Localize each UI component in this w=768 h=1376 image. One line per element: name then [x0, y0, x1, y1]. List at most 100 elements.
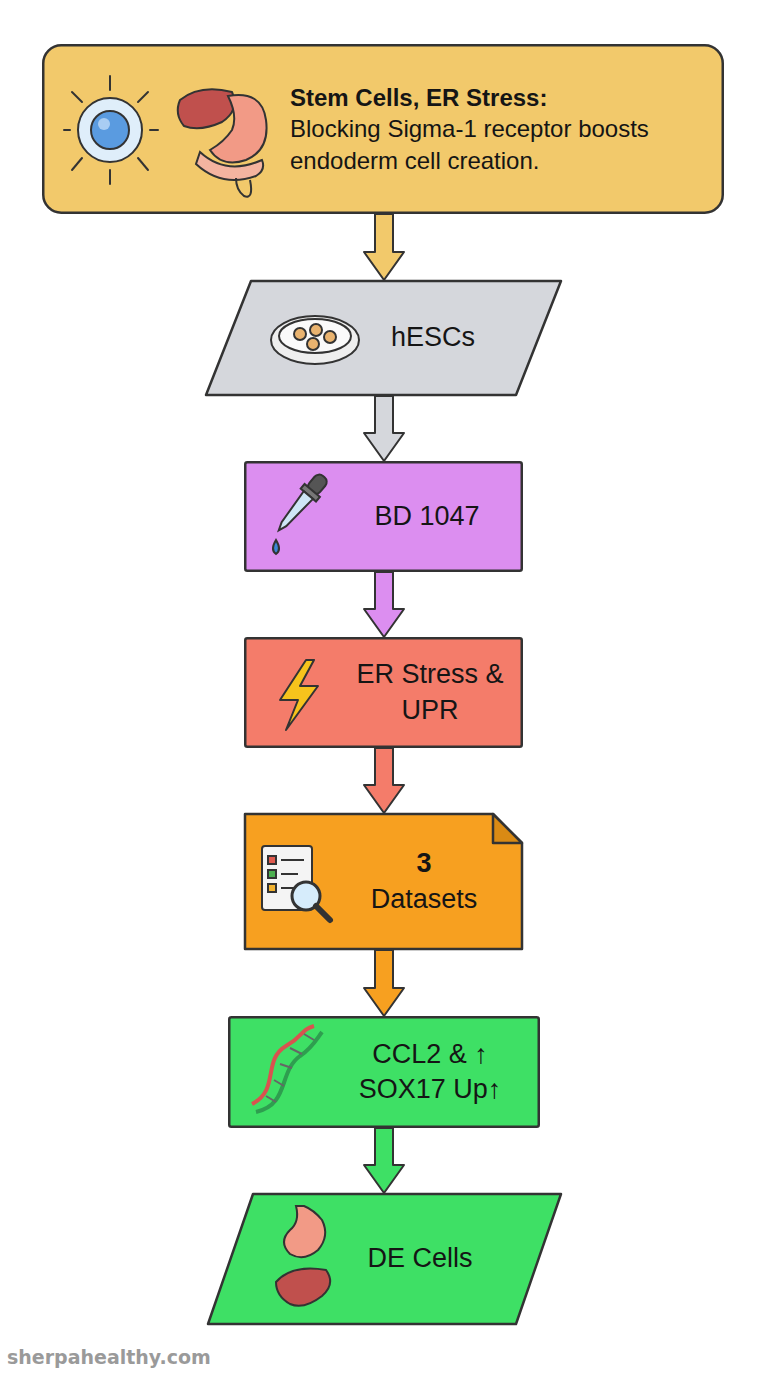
block-arrow [364, 748, 404, 813]
cell-dot [294, 328, 306, 340]
report-square [268, 856, 276, 864]
node-outline [205, 280, 562, 396]
node-heading: DE Cells [367, 1241, 472, 1276]
report-line [281, 859, 304, 861]
nucleus-highlight [98, 118, 110, 130]
report-square [268, 870, 276, 878]
lightning-bolt [280, 660, 318, 730]
ray [72, 158, 82, 170]
title-box: Stem Cells, ER Stress:Blocking Sigma-1 r… [42, 44, 724, 214]
dna-icon [252, 1026, 322, 1112]
outline-rect [229, 1017, 539, 1127]
dna-rung [266, 1096, 276, 1102]
dna-strand [256, 1032, 322, 1112]
node-outline [228, 1016, 540, 1128]
report-icon [262, 846, 330, 920]
cell-dot [310, 324, 322, 336]
outline-rect [245, 462, 522, 571]
cell-membrane [78, 98, 142, 162]
process-box: BD 1047 [244, 461, 523, 572]
dish-base [271, 316, 359, 364]
dna-strand [252, 1026, 314, 1104]
ray [138, 92, 148, 102]
node-text-area: DE Cells [335, 1193, 505, 1325]
outline-path [245, 814, 522, 949]
node-heading: ER Stress & UPR [345, 657, 515, 727]
document-box: 3Datasets [244, 813, 523, 950]
folded-corner [493, 814, 522, 843]
organs-icon [178, 89, 267, 196]
node-heading: CCL2 & ↑ SOX17 Up↑ [345, 1037, 515, 1107]
pancreas-shape [196, 152, 263, 180]
dropper-tube [274, 491, 313, 534]
cell-dot [307, 338, 319, 350]
node-text-area: hESCs [358, 280, 508, 396]
block-arrow [364, 950, 404, 1016]
stomach-shape [284, 1206, 325, 1257]
node-text-area: ER Stress & UPR [345, 637, 515, 748]
input-parallelogram: hESCs [205, 280, 562, 396]
petri-dish-icon [271, 316, 359, 364]
node-heading: 3 [416, 846, 431, 881]
ray [138, 158, 148, 170]
magnifier-lens [292, 882, 320, 910]
endoderm-organs-icon [276, 1206, 330, 1306]
dropper-icon [271, 470, 331, 554]
dna-rung [304, 1034, 314, 1040]
report-square [268, 884, 276, 892]
node-heading: BD 1047 [374, 499, 479, 534]
lightning-icon [280, 660, 318, 730]
outline-rect [43, 45, 723, 213]
node-heading: hESCs [391, 320, 475, 355]
outline-path [206, 281, 561, 395]
block-arrow [364, 214, 404, 280]
process-box: CCL2 & ↑ SOX17 Up↑ [228, 1016, 540, 1128]
liver-shape [178, 89, 235, 128]
block-arrow [364, 396, 404, 461]
outline-rect [245, 638, 522, 747]
ray [72, 92, 82, 102]
magnifier-handle [316, 906, 330, 920]
report-line [281, 873, 298, 875]
cell-dot [324, 331, 336, 343]
node-text-area: Stem Cells, ER Stress:Blocking Sigma-1 r… [290, 44, 680, 214]
dna-rung [280, 1064, 292, 1068]
dropper-bulb [306, 472, 330, 496]
watermark: sherpahealthy.com [7, 1346, 211, 1368]
dna-rungs [266, 1034, 314, 1102]
stem-cell-icon [64, 76, 158, 184]
node-text-area: CCL2 & ↑ SOX17 Up↑ [345, 1016, 515, 1128]
report-line [281, 887, 294, 889]
node-text: Blocking Sigma-1 receptor boosts endoder… [290, 113, 680, 175]
cell-rays [64, 76, 158, 184]
block-arrow [364, 572, 404, 637]
ray [64, 129, 70, 131]
process-box: ER Stress & UPR [244, 637, 523, 748]
liquid-drop [273, 540, 279, 554]
dropper-collar [301, 484, 320, 501]
ray [150, 129, 158, 131]
node-outline [244, 813, 523, 950]
block-arrow [364, 1128, 404, 1193]
dropper-body [271, 470, 331, 536]
cell-nucleus [91, 111, 129, 149]
report-page [262, 846, 312, 910]
intestine-shape [236, 178, 251, 197]
liver-shape [276, 1269, 330, 1306]
output-parallelogram: DE Cells [207, 1193, 562, 1325]
node-text-area: BD 1047 [342, 461, 512, 572]
outline-path [208, 1194, 561, 1324]
dish-inner [279, 319, 351, 353]
ray [109, 76, 111, 90]
stomach-shape [210, 95, 267, 162]
dna-rung [290, 1048, 302, 1054]
node-text: Datasets [371, 882, 478, 917]
node-text-area: 3Datasets [339, 813, 509, 950]
node-heading: Stem Cells, ER Stress: [290, 82, 547, 113]
dna-rung [274, 1080, 284, 1086]
ray [109, 170, 111, 184]
node-outline [244, 637, 523, 748]
